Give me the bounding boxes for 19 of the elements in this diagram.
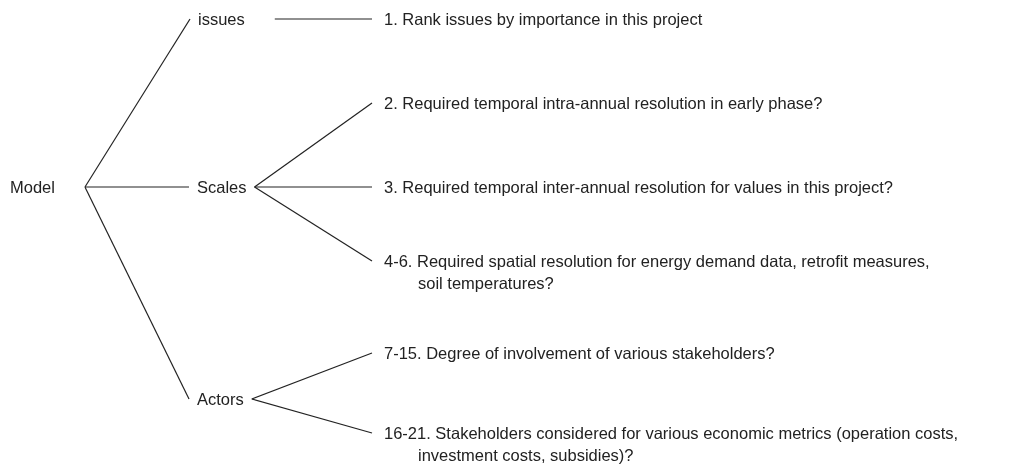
connector-line (84, 18, 191, 188)
connector-line (251, 398, 373, 434)
branch-label: issues (198, 8, 245, 30)
branch-label: Model (10, 176, 55, 198)
connector-line (84, 186, 190, 400)
connector-line (253, 186, 373, 262)
question-text: 2. Required temporal intra-annual resolution in early phase? (384, 92, 823, 114)
question-text: 16-21. Stakeholders considered for various economic metrics (operation costs, investment costs, subsidies)? (384, 422, 978, 464)
branch-label: Actors (197, 388, 244, 410)
branch-label: Scales (197, 176, 247, 198)
connector-line (84, 186, 190, 188)
question-text: 4-6. Required spatial resolution for energy demand data, retrofit measures, soil temperatures? (384, 250, 958, 294)
connector-line (253, 186, 373, 188)
connector-line (251, 352, 373, 400)
question-text: 3. Required temporal inter-annual resolution for values in this project? (384, 176, 894, 198)
question-text: 1. Rank issues by importance in this project (384, 8, 703, 30)
connector-line (274, 18, 373, 20)
connector-line (253, 102, 373, 188)
question-text: 7-15. Degree of involvement of various stakeholders? (384, 342, 775, 364)
